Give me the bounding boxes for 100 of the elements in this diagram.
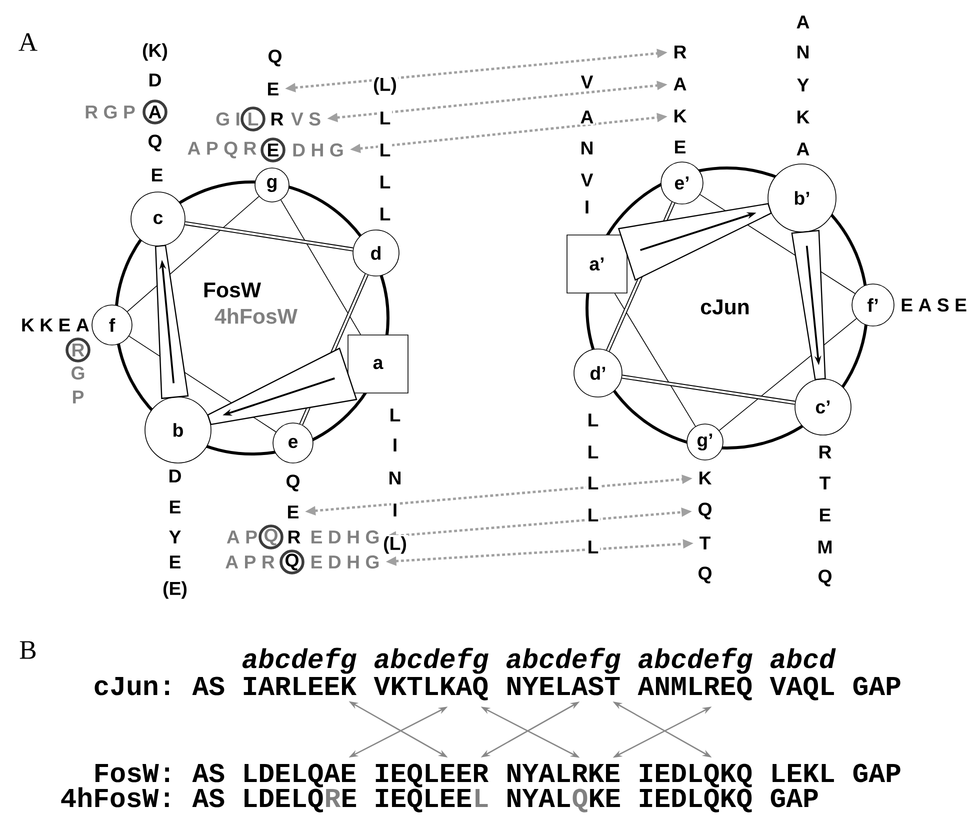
residue-letter: R: [674, 46, 686, 58]
residue-letter: L: [586, 507, 600, 523]
sequence-text: KE: [590, 789, 620, 807]
circled-residue: E: [260, 138, 286, 162]
residue-letter: I: [586, 200, 588, 214]
connector-line: [280, 200, 361, 335]
residue-letter: A: [796, 16, 810, 28]
residue-letter: (L): [382, 534, 408, 556]
residue-letter: E: [288, 506, 298, 518]
residue-letter: E: [152, 168, 162, 182]
residue-letter: L: [586, 539, 600, 555]
sequence-text: VAQL: [770, 676, 834, 700]
heptad-label: abcdefg: [506, 648, 620, 674]
protein-name: FosW: [204, 282, 262, 298]
residue-letters: A P Q R: [188, 142, 256, 158]
residue-letter: N: [582, 142, 592, 154]
residue-letters: A P: [226, 530, 257, 544]
connector-line: [718, 318, 857, 431]
residue-letter: Q: [286, 474, 300, 492]
protein-name: 4hFosW: [214, 308, 298, 324]
heptad-sequence: NYELAST: [508, 676, 620, 696]
residue-letter: Q: [268, 50, 282, 66]
residue-letter: V: [579, 74, 595, 90]
connector-line: [126, 196, 260, 312]
residue-letter: M: [818, 540, 832, 554]
residue-letter: L: [586, 475, 600, 491]
residue-letters: G I: [216, 112, 240, 126]
residue-letter: (K): [142, 43, 168, 61]
sequence-text: Q: [572, 788, 588, 812]
sequence-text: AS: [192, 764, 224, 782]
residue-letter: I: [391, 502, 399, 518]
residue-letters: V S: [291, 112, 320, 126]
sequence-text: IEQLEE: [376, 788, 472, 812]
residue-letter: T: [820, 476, 830, 490]
position-square: a: [348, 334, 408, 394]
wedge-arrow: [791, 230, 826, 380]
residue-letter: L: [378, 110, 392, 126]
residue-letter: N: [798, 46, 808, 58]
residue-letter: (E): [163, 581, 187, 599]
residue-letter: Y: [169, 530, 181, 544]
residue-letter: E: [268, 82, 278, 96]
sequence-text: LDELQ: [244, 788, 323, 812]
sequence-text: 4hFosW:: [61, 787, 169, 808]
sequence-text: FosW:: [96, 764, 169, 782]
residue-letter: A: [674, 78, 686, 90]
residue-letter: V: [580, 174, 594, 186]
residue-letter: N: [390, 472, 400, 484]
sequence-text: IEDLQKQ: [640, 788, 752, 812]
residue-letter: K K E A: [22, 318, 89, 332]
heptad-sequence: IEQLEER: [376, 764, 489, 788]
heptad-sequence: ANMLREQ: [638, 676, 752, 700]
residue-letters: R: [288, 530, 300, 544]
circled-residue: R: [66, 338, 90, 362]
residue-letters: R: [272, 112, 284, 126]
circled-residue: A: [142, 100, 168, 124]
residue-letter: L: [378, 142, 392, 158]
double-line: [622, 374, 796, 405]
heptad-label: abcdefg: [638, 648, 752, 674]
circled-residue: Q: [280, 550, 304, 574]
connector-line: [614, 293, 696, 427]
residue-letter: K: [700, 472, 712, 484]
sequence-text: AS: [192, 676, 224, 696]
heptad-sequence: IARLEEK: [244, 677, 357, 695]
heptad-label: abcdefg: [242, 648, 356, 674]
residue-letter: E: [170, 500, 180, 514]
residue-letter: L: [588, 446, 598, 458]
sequence-text: GAP: [853, 764, 900, 782]
residue-letters: D H G: [293, 143, 343, 157]
circled-residue: Q: [258, 524, 284, 550]
residue-letter: E: [820, 508, 830, 522]
residue-letter: Y: [797, 78, 809, 92]
sequence-text: R: [326, 789, 341, 807]
heptad-label: abcd: [770, 648, 836, 668]
residue-letter: E: [170, 556, 180, 568]
sequence-text: E: [342, 789, 356, 807]
sequence-text: AS: [192, 788, 224, 808]
residue-letters: E D H G: [312, 530, 379, 544]
residue-letter: P: [73, 390, 84, 404]
residue-letter: Q: [818, 570, 832, 586]
residue-letter: G: [72, 366, 84, 380]
sequence-text: GAP: [853, 676, 900, 696]
sequence-text: GAP: [770, 788, 818, 808]
sequence-text: LEKL: [772, 764, 834, 782]
sequence-text: cJun:: [94, 677, 169, 696]
panel-letter: A: [18, 33, 38, 51]
double-line: [184, 221, 354, 252]
heptad-sequence: VKTLKAQ: [374, 676, 488, 700]
circled-residue: L: [240, 106, 266, 132]
residue-letter: I: [394, 438, 396, 452]
residue-letter: A: [578, 109, 596, 125]
panel-letter: B: [20, 641, 36, 659]
residue-letter: T: [700, 536, 710, 550]
residue-letter: K: [674, 110, 687, 122]
residue-letter: K: [798, 110, 810, 124]
residue-letter: L: [380, 176, 390, 188]
heptad-label: abcdefg: [374, 648, 488, 674]
sequence-text: L: [476, 789, 488, 807]
residue-letter: Q: [148, 134, 162, 152]
residue-letter: Q: [698, 502, 712, 520]
residue-letter: (L): [372, 76, 398, 96]
